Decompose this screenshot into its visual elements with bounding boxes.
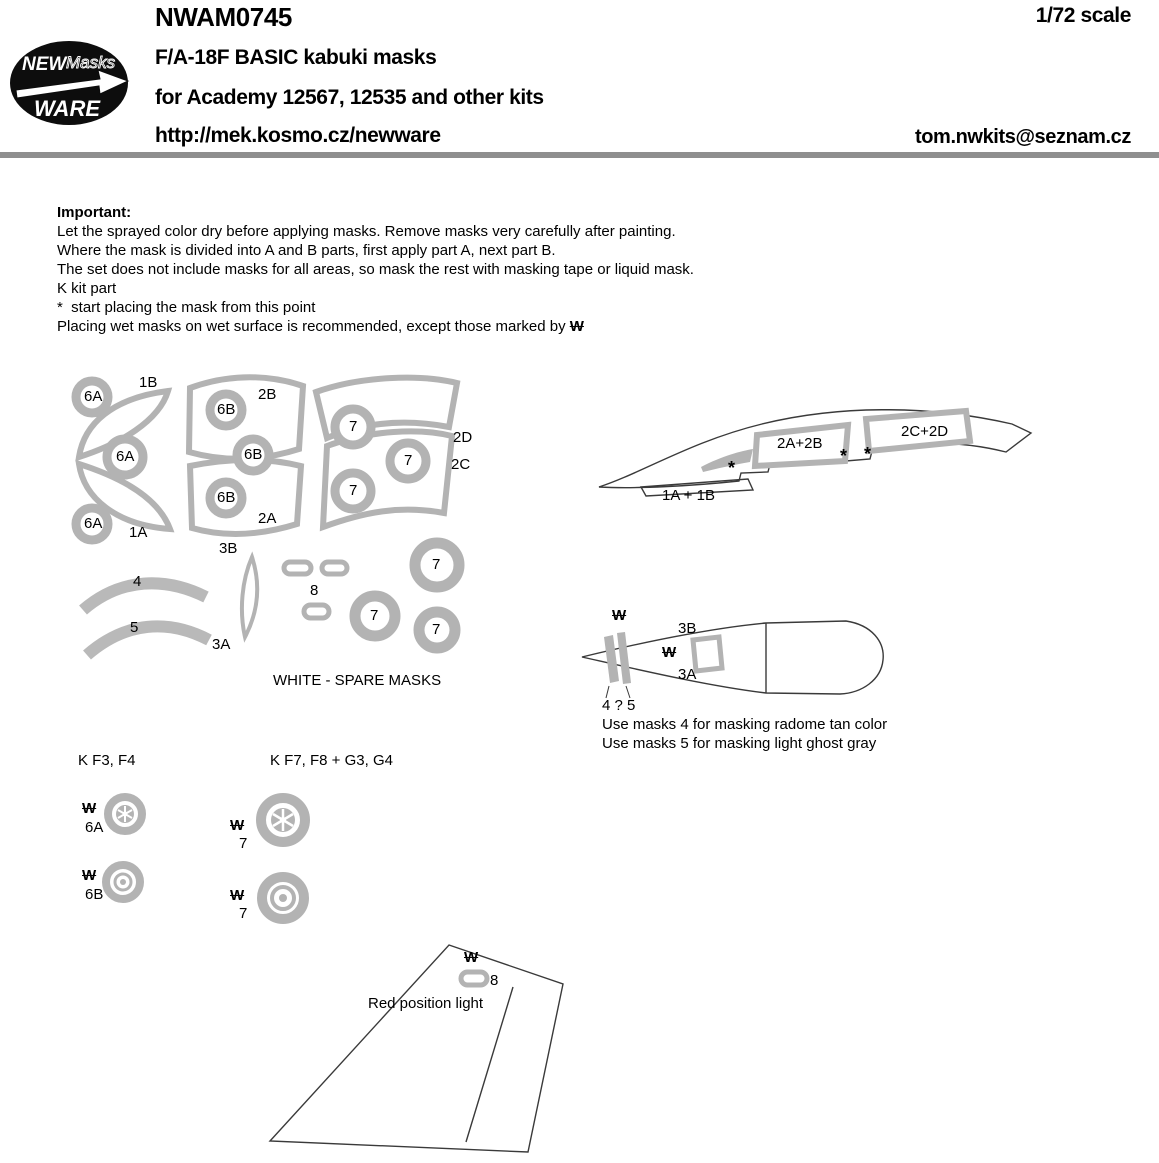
mask-strip-4 <box>79 577 209 615</box>
leader-line <box>605 685 610 699</box>
scale-label: 1/72 scale <box>1035 4 1132 27</box>
mask-shape-2a <box>186 457 305 537</box>
mask-frame-2c2d <box>862 407 974 455</box>
wheel-6a-center <box>122 811 128 817</box>
canopy-profile-diagram <box>598 407 1033 497</box>
wheel-masks-diagram <box>102 793 310 924</box>
subject-title: F/A-18F BASIC kabuki masks <box>155 46 437 69</box>
ring-mask-7 <box>330 404 376 450</box>
radome-band-mask <box>617 632 631 684</box>
leader-line <box>625 685 631 699</box>
w-symbol: W <box>569 318 584 335</box>
mask-pill-8 <box>319 559 350 577</box>
nose-outline <box>581 620 884 695</box>
wheel-6b-hubring <box>113 872 133 892</box>
instruction-line-6-text: Placing wet masks on wet surface is reco… <box>57 318 570 335</box>
header-divider <box>0 152 1159 158</box>
instruction-line-4: K kit part <box>57 280 117 297</box>
canopy-outline <box>598 409 1033 489</box>
ring-mask-7-spare <box>349 590 401 642</box>
instruction-line-5: * start placing the mask from this point <box>57 299 316 316</box>
ring-mask-6a <box>71 503 113 545</box>
mask-frame-2a2b <box>751 421 852 470</box>
tail-fin-diagram <box>268 944 564 1153</box>
ring-mask-7 <box>330 468 376 514</box>
logo-word-ware: WARE <box>34 96 101 121</box>
wheel-7b-hubring <box>270 885 296 911</box>
logo-word-masks: Masks <box>66 53 116 72</box>
instruction-line-1: Let the sprayed color dry before applyin… <box>57 223 676 240</box>
ring-mask-7 <box>385 438 431 484</box>
mask-shape-2b <box>185 374 307 462</box>
ring-mask-7-spare <box>409 537 465 593</box>
product-code: NWAM0745 <box>155 2 292 32</box>
newware-logo: NEW Masks WARE <box>8 38 132 133</box>
mask-shape-1a <box>75 459 175 533</box>
mask-shape-3b-3a <box>239 551 260 643</box>
canopy-sill-outline <box>639 478 755 497</box>
wheel-7b-center <box>279 894 287 902</box>
position-light-mask-8 <box>458 969 490 988</box>
fin-rudder-line <box>465 986 514 1143</box>
mask-pill-8-spare <box>301 602 332 621</box>
ring-mask-7-spare <box>413 606 461 654</box>
fin-outline <box>268 944 564 1153</box>
instructions-block: Important: Let the sprayed color dry bef… <box>57 203 694 336</box>
contact-email: tom.nwkits@seznam.cz <box>914 126 1131 148</box>
logo-word-new: NEW <box>22 54 68 75</box>
ring-mask-6a <box>102 434 148 480</box>
logo-arrow-icon <box>15 69 130 99</box>
wheel-7-center <box>280 817 286 823</box>
mask-strip-5 <box>83 620 212 660</box>
ring-mask-6b <box>205 389 247 431</box>
mask-pill-8 <box>281 559 314 577</box>
instruction-line-6: Placing wet masks on wet surface is reco… <box>57 317 694 336</box>
ring-mask-6a <box>71 376 113 418</box>
canopy-masks-diagram <box>71 374 465 660</box>
windscreen-mask-shape <box>701 449 753 472</box>
instruction-line-3: The set does not include masks for all a… <box>57 261 694 278</box>
radome-band-mask <box>604 635 619 683</box>
website-url: http://mek.kosmo.cz/newware <box>155 124 441 147</box>
wheel-6b-center <box>120 879 126 885</box>
kits-line: for Academy 12567, 12535 and other kits <box>155 86 544 109</box>
instruction-line-2: Where the mask is divided into A and B p… <box>57 242 556 259</box>
nose-cone-diagram <box>581 620 884 699</box>
ring-mask-6b <box>232 434 274 476</box>
instructions-heading: Important: <box>57 204 132 221</box>
ring-mask-6b <box>205 477 247 519</box>
mask-frame-3a3b <box>690 634 725 674</box>
